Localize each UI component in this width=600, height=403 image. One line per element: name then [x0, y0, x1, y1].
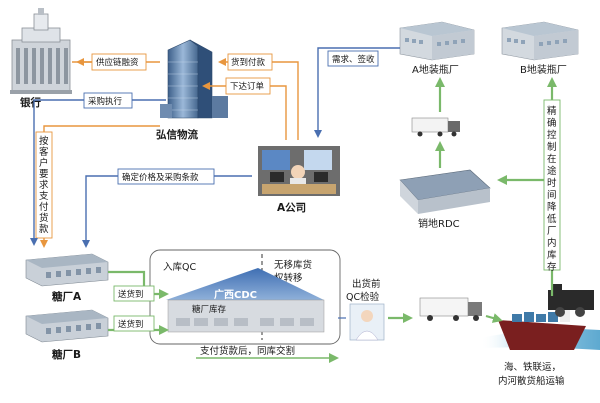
svg-text:存: 存 — [547, 261, 557, 273]
sugar-stock-label: 糖厂库存 — [192, 304, 227, 315]
svg-text:要: 要 — [39, 169, 49, 180]
svg-text:求: 求 — [39, 179, 49, 191]
svg-text:精: 精 — [547, 105, 557, 117]
edge-deliver-a-box — [113, 285, 155, 302]
bank-label: 银行 — [20, 96, 41, 109]
svg-text:付: 付 — [39, 202, 49, 213]
hongxin-tower-icon — [160, 39, 228, 119]
edge-purchase-box — [83, 92, 133, 109]
edge-deliver-a-line — [108, 270, 169, 299]
outbound-qc-label-1: 出货前 — [352, 278, 381, 290]
edge-confirm-box — [117, 168, 215, 185]
a-company-office-icon — [258, 146, 340, 196]
svg-text:控: 控 — [547, 129, 557, 141]
svg-text:制: 制 — [547, 141, 557, 153]
sugar-factory-a-label: 糖厂A — [52, 290, 82, 303]
edge-finance-label: 供应链融资 — [96, 57, 139, 68]
edge-payment-label: 货到付款 — [231, 57, 266, 68]
svg-text:客: 客 — [39, 146, 49, 158]
factory-a-label: A地装瓶厂 — [412, 63, 459, 76]
edge-deliver-b-box — [113, 315, 155, 332]
edge-precise-control-box — [543, 99, 561, 271]
edge-truck-ship-line — [485, 313, 503, 323]
svg-text:内: 内 — [547, 237, 557, 249]
bank-building-icon — [10, 8, 72, 94]
svg-text:确: 确 — [547, 117, 557, 129]
edge-after-payment-label: 支付货款后，同库交割 — [200, 345, 295, 357]
svg-text:时: 时 — [547, 177, 557, 189]
sugar-factory-a-icon — [25, 253, 109, 287]
edge-pay-by-request-box — [35, 131, 53, 239]
svg-text:按: 按 — [39, 135, 49, 147]
edge-finance-box — [91, 53, 147, 71]
svg-text:户: 户 — [39, 157, 49, 169]
svg-text:途: 途 — [547, 165, 557, 177]
factory-a-building-icon — [399, 21, 475, 61]
edge-payment-box — [227, 53, 273, 71]
edge-deliver-b-label: 送货到 — [118, 319, 144, 330]
rdc-label: 销地RDC — [418, 217, 460, 230]
sea-rail-label-2: 内河散货船运输 — [498, 375, 565, 387]
sugar-factory-b-label: 糖厂B — [52, 348, 81, 361]
delivery-truck-icon — [411, 117, 460, 137]
edge-purchase-label: 采购执行 — [88, 96, 123, 107]
cargo-ship-icon — [498, 306, 586, 350]
train-locomotive-icon — [548, 284, 594, 317]
outbound-qc-label-2: QC检验 — [346, 291, 380, 303]
factory-b-label: B地装瓶厂 — [520, 63, 567, 76]
edge-pay-by-request-label: 按 客 户 要 求 支 付 货 款 — [39, 135, 49, 235]
edge-order-label: 下达订单 — [230, 81, 265, 92]
rdc-warehouse-icon — [399, 169, 491, 214]
factory-b-building-icon — [501, 21, 579, 61]
svg-text:低: 低 — [547, 213, 557, 225]
svg-text:在: 在 — [547, 153, 557, 165]
edge-confirm-line — [82, 175, 252, 248]
cdc-roof-shape — [166, 268, 324, 300]
guangxi-cdc-label: 广西CDC — [214, 288, 257, 301]
cdc-floor — [167, 299, 325, 333]
svg-text:款: 款 — [39, 223, 49, 235]
svg-text:支: 支 — [39, 190, 49, 202]
stock-pallets-icon — [176, 318, 314, 326]
edge-order-box — [225, 77, 271, 95]
svg-text:间: 间 — [547, 189, 557, 201]
svg-text:降: 降 — [547, 201, 557, 213]
svg-text:厂: 厂 — [547, 226, 557, 237]
edge-precise-control-label: 精 确 控 制 在 途 时 间 降 低 厂 内 库 存 — [547, 105, 557, 273]
svg-text:库: 库 — [547, 249, 557, 261]
svg-text:货: 货 — [39, 212, 49, 224]
edge-confirm-label: 确定价格及采购条款 — [122, 172, 199, 183]
inbound-qc-label: 入库QC — [163, 261, 196, 273]
qc-inspector-icon — [349, 303, 385, 341]
edge-demand-label: 需求、签收 — [332, 54, 375, 65]
sugar-factory-b-icon — [25, 309, 109, 343]
no-move-label-1: 无移库货 — [274, 259, 312, 271]
edge-pay-by-request-line — [40, 125, 160, 248]
transport-truck-icon — [419, 297, 482, 321]
hongxin-label: 弘信物流 — [156, 128, 198, 141]
edge-deliver-a-label: 送货到 — [118, 289, 144, 300]
edge-demand-box — [327, 50, 379, 67]
a-company-label: A公司 — [277, 202, 306, 214]
sea-rail-label-1: 海、铁联运， — [504, 361, 561, 373]
edge-demand-line — [314, 47, 400, 138]
